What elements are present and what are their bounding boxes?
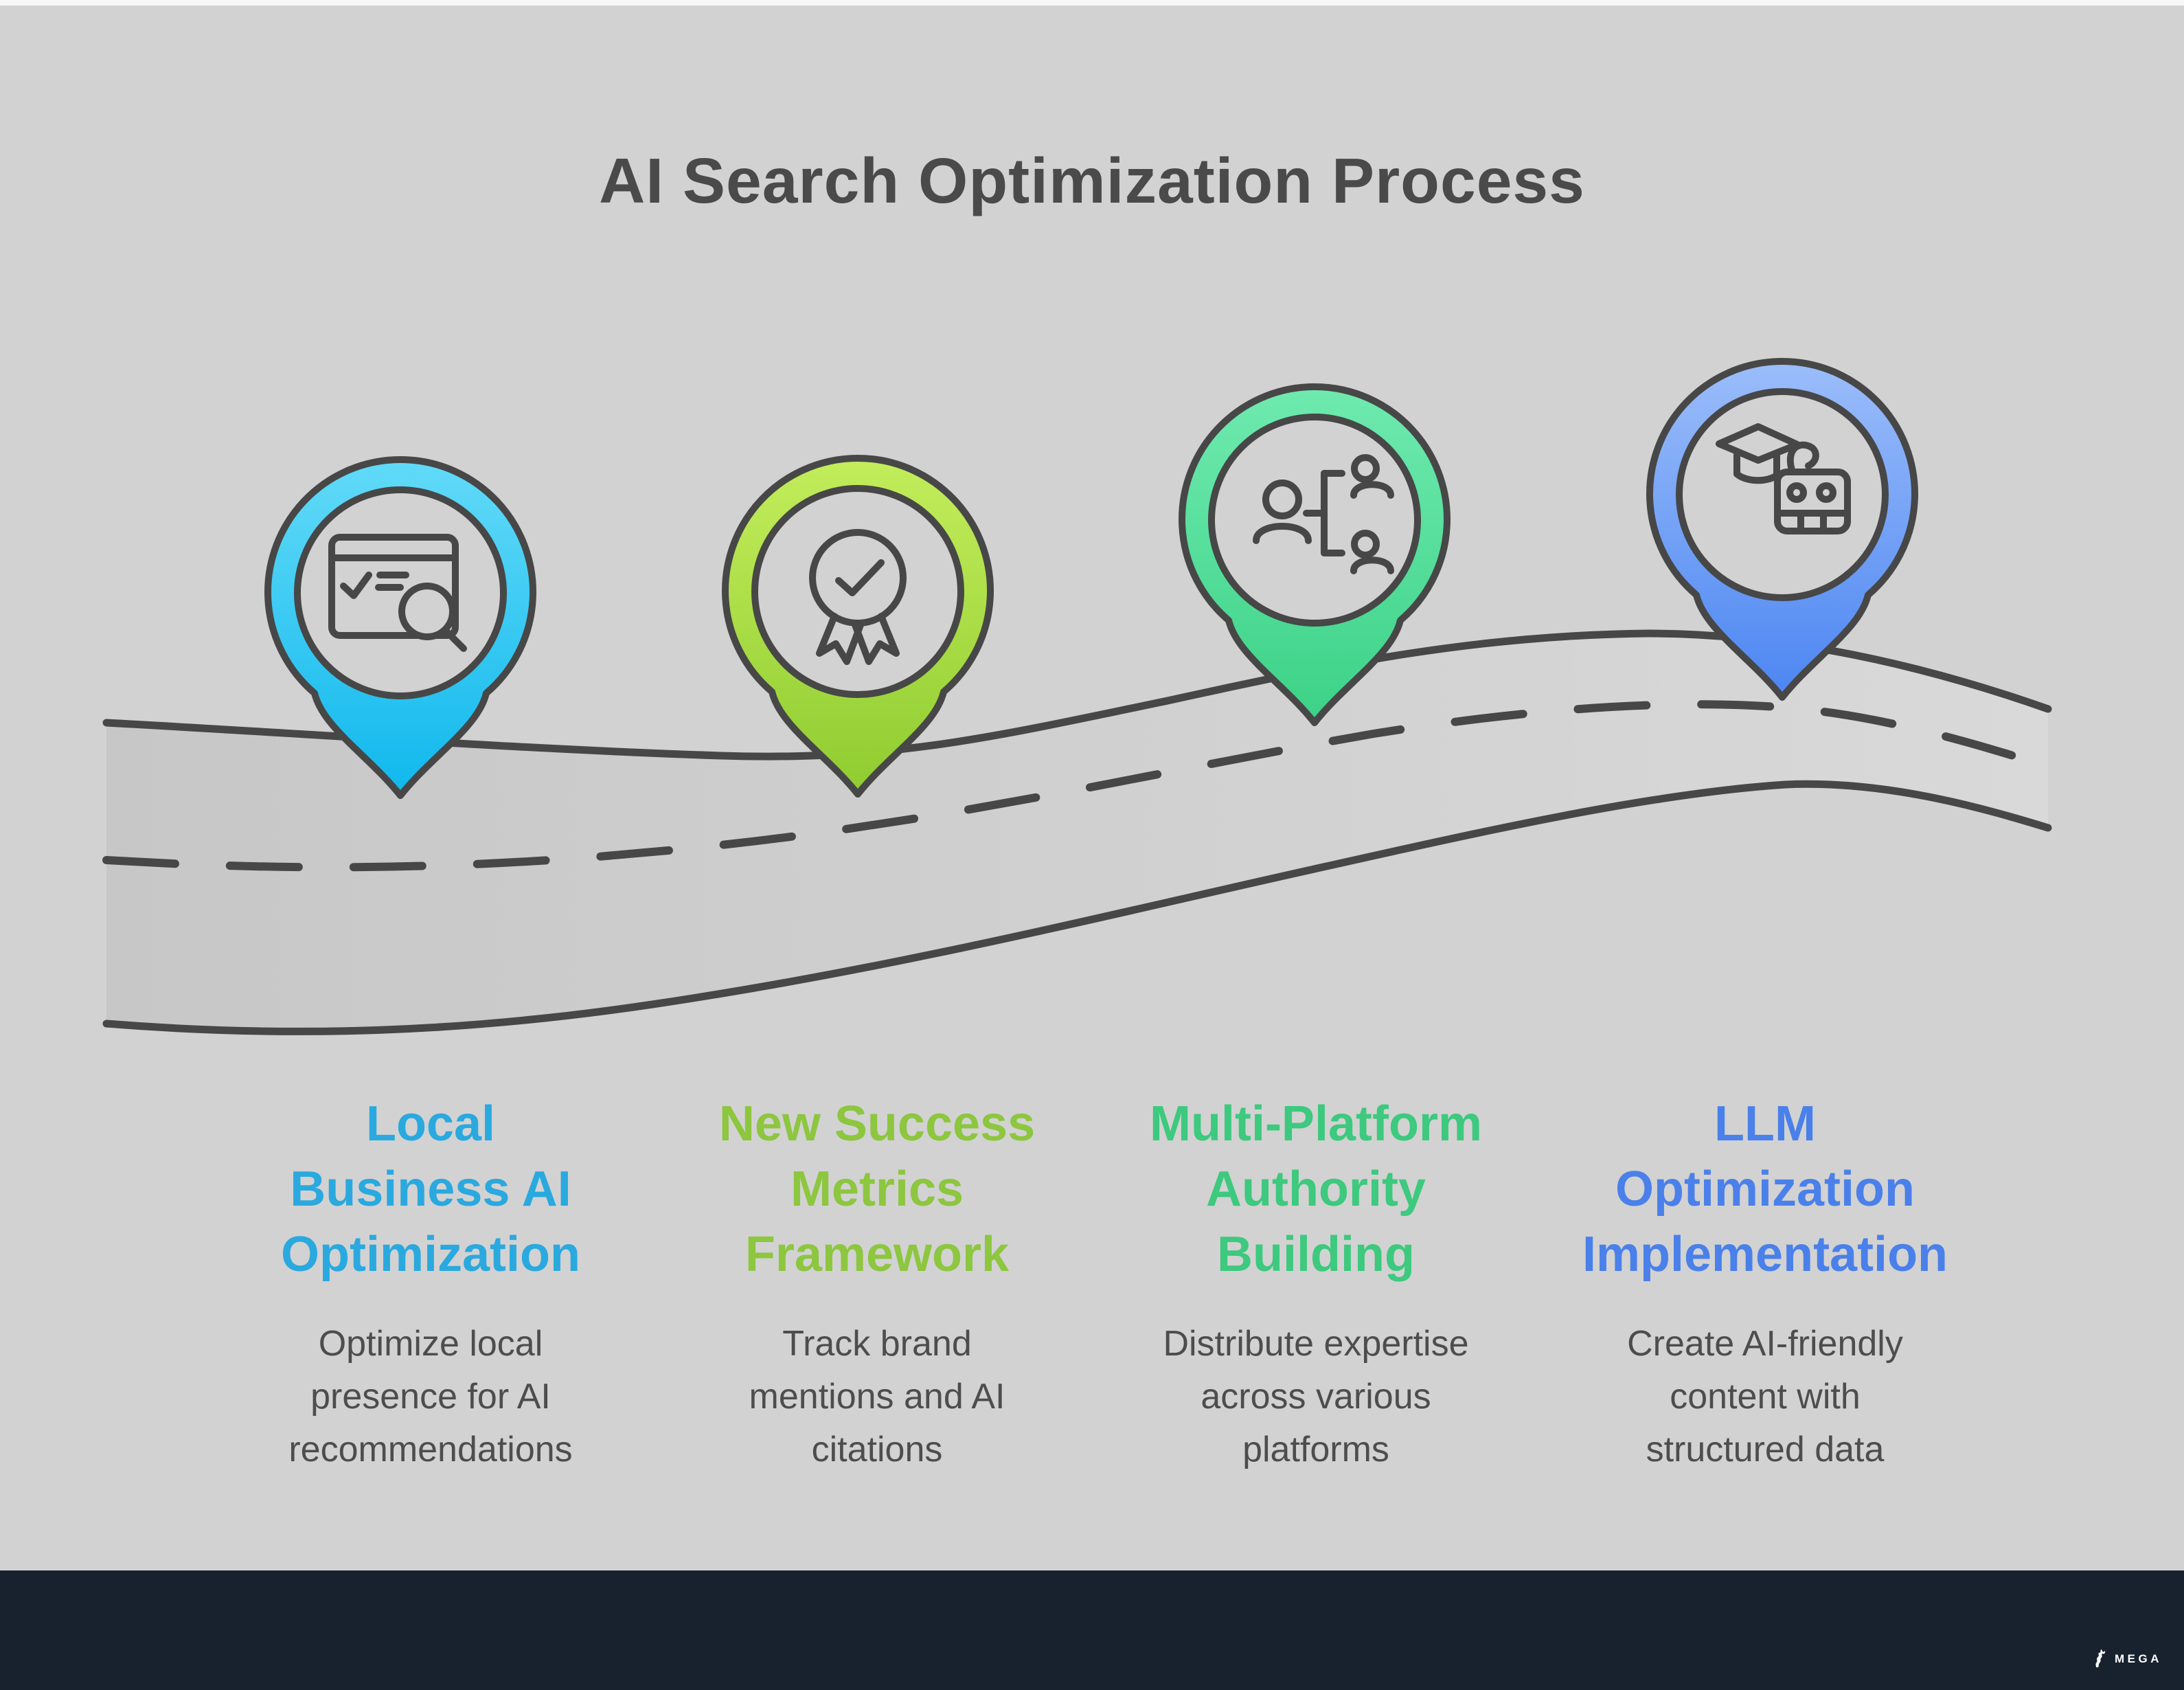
page-title: AI Search Optimization Process xyxy=(599,145,1585,216)
description-line: Create AI-friendly xyxy=(1627,1324,1903,1364)
browser-search-icon xyxy=(328,534,467,652)
pin-inner-disc xyxy=(1676,388,1889,601)
heading-line: Optimization xyxy=(1615,1162,1915,1217)
road-bottom-edge xyxy=(102,780,2052,1035)
step-description: Track brand mentions and AI citations xyxy=(644,1318,1111,1476)
award-ribbon-icon xyxy=(809,529,907,665)
route-pin-2 xyxy=(722,454,994,798)
description-line: Distribute expertise xyxy=(1163,1324,1469,1364)
route-pin-1 xyxy=(264,455,536,799)
graduation-robot-icon xyxy=(1716,423,1851,534)
heading-line: Implementation xyxy=(1582,1227,1948,1282)
step-description: Create AI-friendly content with structur… xyxy=(1532,1318,1999,1476)
route-pin-3 xyxy=(1179,383,1451,726)
description-line: Track brand xyxy=(782,1324,972,1364)
road-center-dashes xyxy=(102,700,2052,872)
description-line: across various xyxy=(1201,1377,1431,1417)
step-heading: Multi-Platform Authority Building xyxy=(1082,1092,1549,1287)
route-pin-4 xyxy=(1646,357,1918,701)
description-line: recommendations xyxy=(288,1430,573,1469)
step-column-4: LLM Optimization Implementation Create A… xyxy=(1532,1092,1999,1476)
heading-line: New Success xyxy=(718,1096,1036,1151)
pin-inner-disc xyxy=(1208,414,1421,627)
step-column-2: New Success Metrics Framework Track bran… xyxy=(644,1092,1111,1476)
step-column-1: Local Business AI Optimization Optimize … xyxy=(197,1092,664,1476)
heading-line: Framework xyxy=(744,1227,1010,1282)
description-line: citations xyxy=(811,1430,943,1469)
step-column-3: Multi-Platform Authority Building Distri… xyxy=(1082,1092,1549,1476)
heading-line: LLM xyxy=(1714,1096,1816,1151)
description-line: structured data xyxy=(1646,1430,1885,1469)
description-line: content with xyxy=(1670,1377,1861,1417)
step-heading: LLM Optimization Implementation xyxy=(1532,1092,1999,1287)
brand-name: MEGA xyxy=(2115,1652,2162,1665)
step-heading: New Success Metrics Framework xyxy=(644,1092,1111,1287)
description-line: Optimize local xyxy=(318,1324,543,1364)
step-heading: Local Business AI Optimization xyxy=(197,1092,664,1287)
step-description: Optimize local presence for AI recommend… xyxy=(197,1318,664,1476)
heading-line: Business AI xyxy=(290,1162,571,1217)
brand-logo: MEGA xyxy=(2093,1649,2162,1669)
heading-line: Multi-Platform xyxy=(1150,1096,1482,1151)
description-line: platforms xyxy=(1242,1430,1389,1469)
heading-line: Optimization xyxy=(281,1227,580,1282)
description-line: presence for AI xyxy=(310,1377,551,1417)
heading-line: Authority xyxy=(1206,1162,1426,1217)
people-network-icon xyxy=(1253,454,1394,574)
heading-line: Local xyxy=(365,1096,496,1151)
step-description: Distribute expertise across various plat… xyxy=(1082,1318,1549,1476)
heading-line: Building xyxy=(1217,1227,1415,1282)
heading-line: Metrics xyxy=(790,1162,964,1217)
road-surface xyxy=(106,633,2048,1032)
footer-bar: MEGA xyxy=(0,1570,2184,1690)
top-strip xyxy=(0,0,2184,5)
brand-mark-icon xyxy=(2095,1649,2106,1667)
description-line: mentions and AI xyxy=(749,1377,1005,1417)
